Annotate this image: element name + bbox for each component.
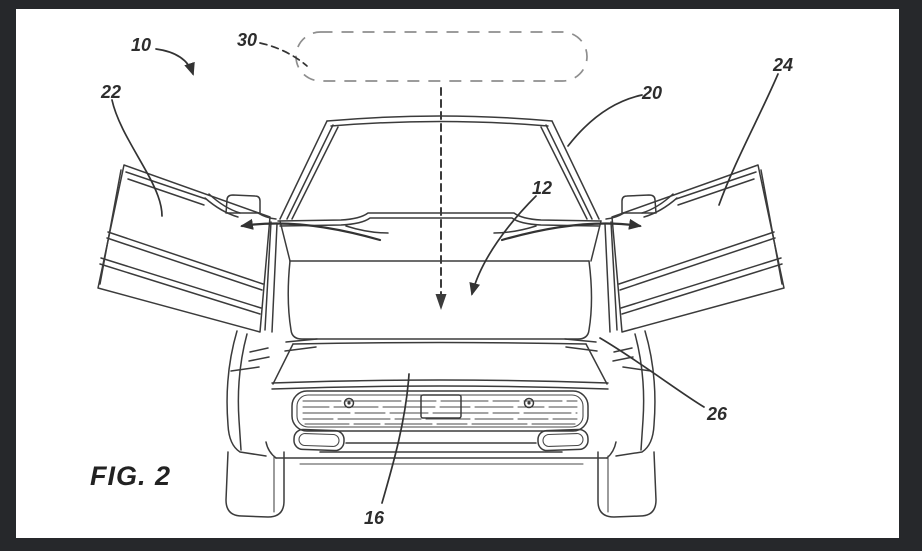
windshield-and-roof [277,115,602,262]
leader-line-16 [381,373,410,504]
right-fog-recess [537,428,589,452]
left-fog-recess [293,428,345,452]
front-bumper [265,428,617,465]
right-wiper [493,225,537,234]
door-swing-arrow-left [240,218,382,242]
ref-label-24: 24 [772,55,793,75]
front-fascia [271,341,609,390]
left-sensor [343,397,355,409]
front-grille [291,390,589,432]
ref-label-22: 22 [100,82,121,102]
ref-label-30: 30 [237,30,257,50]
leader-line-30 [259,42,308,67]
hood [287,260,593,340]
figure-caption: FIG. 2 [90,461,171,491]
ref-label-16: 16 [364,508,385,528]
left-wiper [345,225,389,234]
leader-line-22 [111,99,163,217]
door-swing-arrow-right [500,218,642,242]
right-sensor [523,397,535,409]
grille-center-plate [420,394,462,419]
leader-line-20 [567,94,643,147]
ref-label-12: 12 [532,178,552,198]
right-tire [597,451,657,518]
leader-line-24 [718,73,779,206]
left-door-open [97,164,271,333]
door-hinge-edges [264,221,618,333]
ref-label-20: 20 [641,83,662,103]
right-door-open [611,164,785,333]
left-tire [225,451,285,518]
ref-label-10: 10 [131,35,151,55]
phantom-lightbar [295,31,588,82]
leader-line-12 [469,195,537,296]
leader-line-26 [599,337,705,408]
ref-label-26: 26 [706,404,728,424]
leader-line-10 [155,48,195,76]
